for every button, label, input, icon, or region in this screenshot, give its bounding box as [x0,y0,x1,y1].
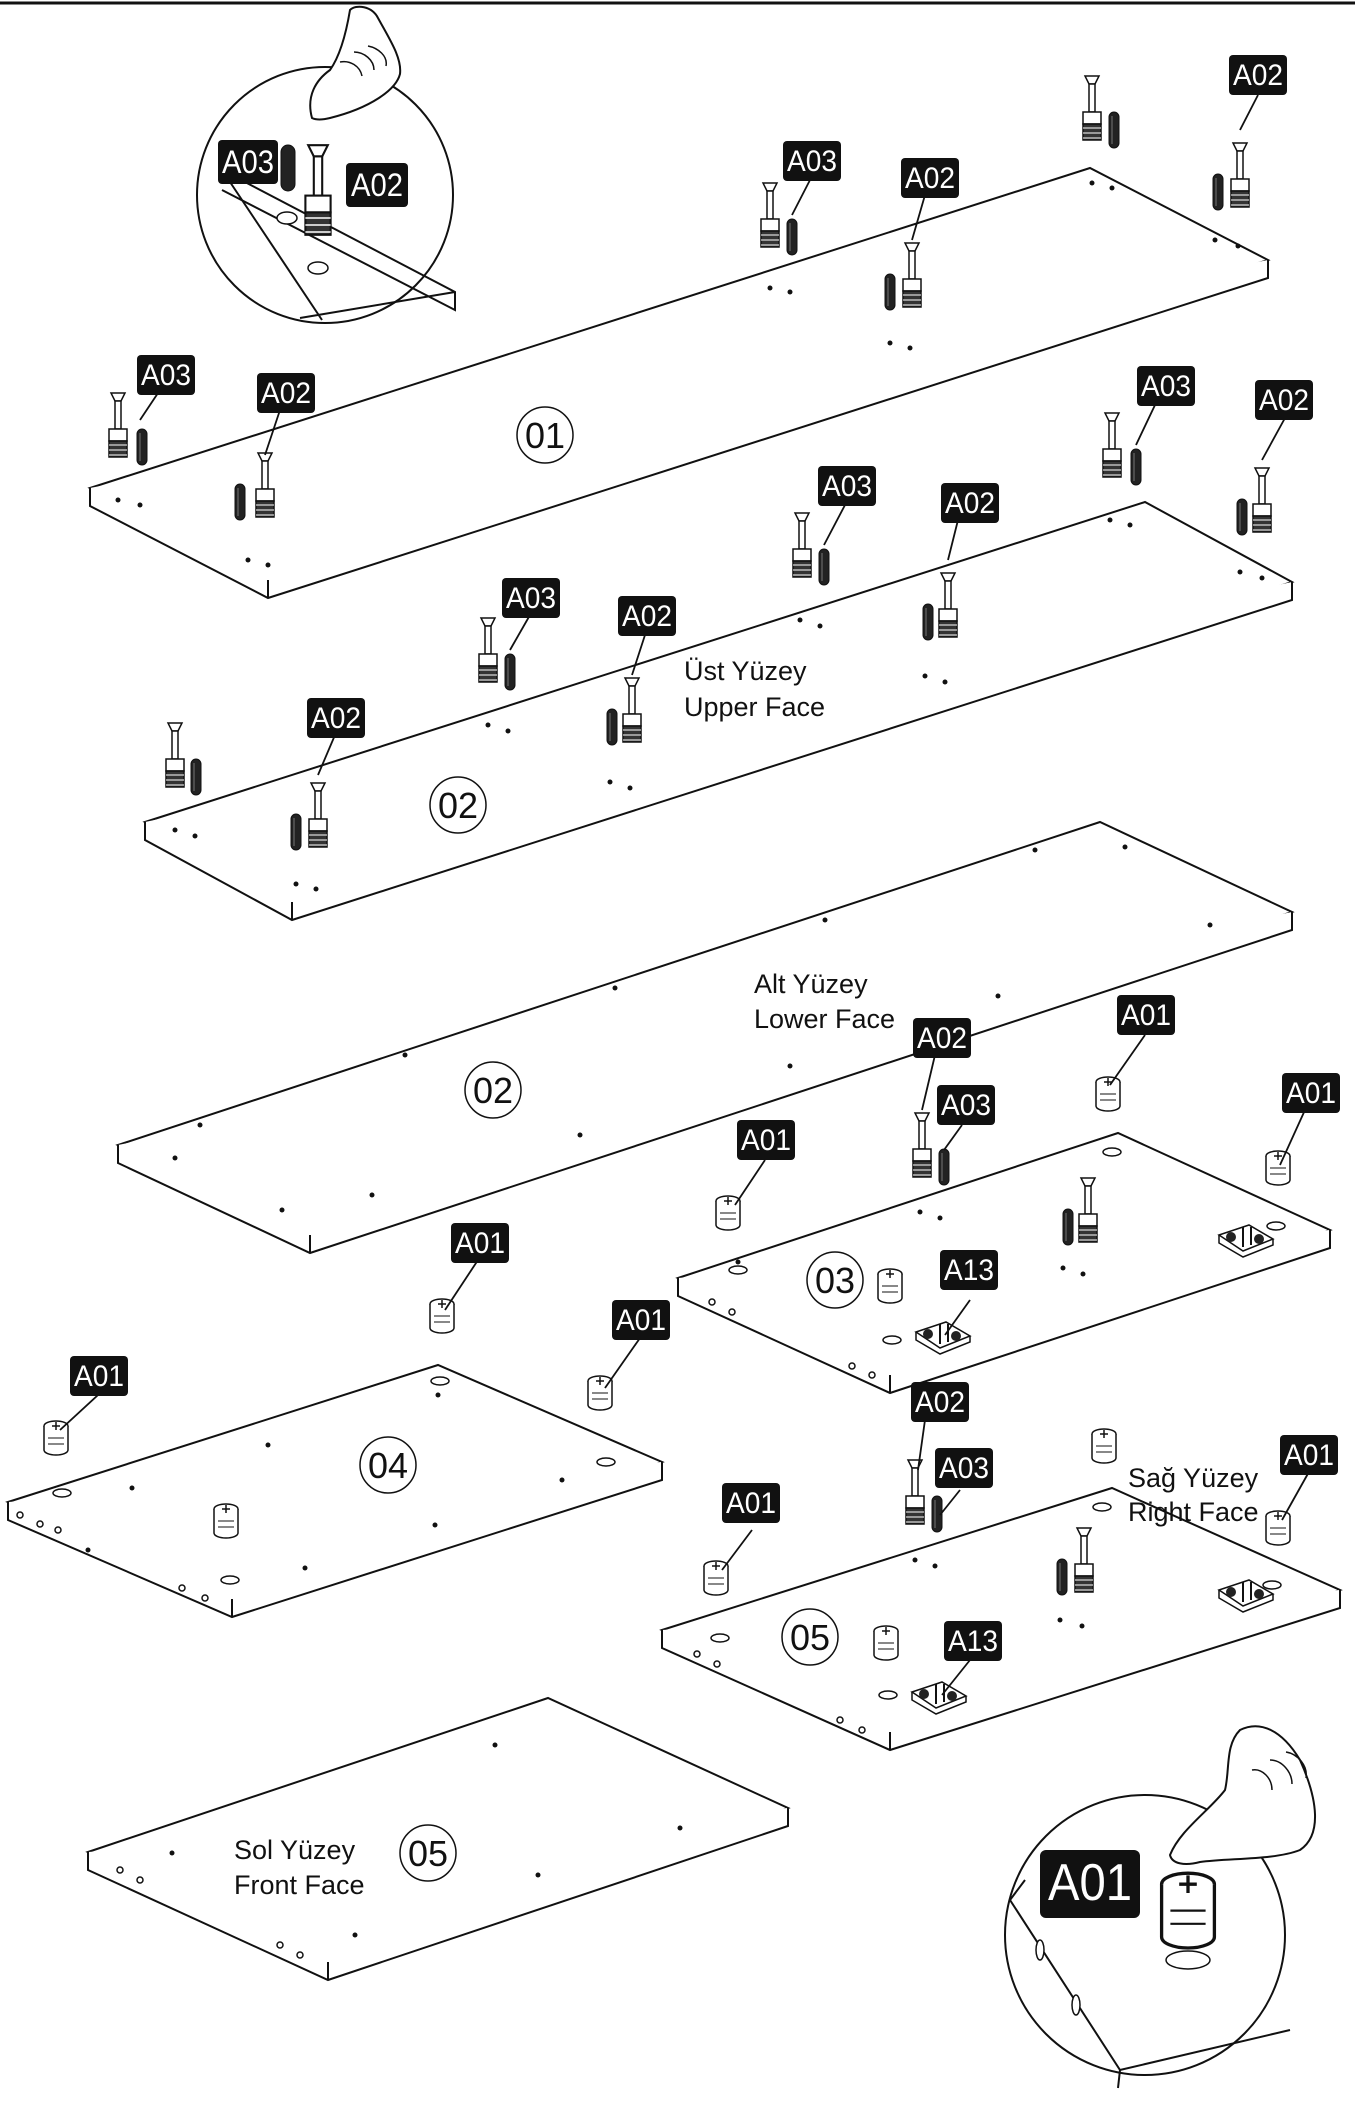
tag-a02: A02 [901,158,959,198]
tag-a01: A01 [1117,995,1175,1035]
part-label-02-upper: 02 [438,785,478,826]
tag-a02: A02 [913,1018,971,1058]
part-label-03: 03 [815,1260,855,1301]
panel-04-part-number: 04 [359,1436,417,1494]
panel-02-upper-part-number: 02 [429,776,487,834]
svg-text:A03: A03 [939,1452,989,1485]
svg-text:A03: A03 [1141,370,1191,403]
panel-05-right-part-number: 05 [781,1608,839,1666]
panel-05-left-part-number: 05 [399,1824,457,1882]
tag-a01: A01 [612,1300,670,1340]
right-face-tr: Sağ Yüzey [1128,1463,1259,1493]
tag-a01: A01 [722,1483,780,1523]
panel-04 [5,1363,665,1619]
svg-text:A01: A01 [741,1124,791,1157]
svg-text:A02: A02 [261,377,311,410]
tag-a01: A01 [1282,1073,1340,1113]
tag-a02-detail: A02 [346,163,408,207]
tag-a02: A02 [618,596,676,636]
part-label-01: 01 [525,415,565,456]
tag-a01: A01 [451,1223,509,1263]
svg-text:A02: A02 [622,600,672,633]
tag-a01: A01 [1280,1435,1338,1475]
tag-a13: A13 [944,1621,1002,1661]
tag-a02: A02 [911,1382,969,1422]
svg-text:A01: A01 [1284,1439,1334,1472]
right-face-en: Right Face [1128,1497,1259,1527]
tag-a03: A03 [937,1085,995,1125]
part-label-05-right: 05 [790,1617,830,1658]
panel-03-part-number: 03 [806,1251,864,1309]
svg-text:A01: A01 [616,1304,666,1337]
lower-face-tr: Alt Yüzey [754,969,868,999]
svg-text:A03: A03 [941,1089,991,1122]
svg-text:A03: A03 [141,359,191,392]
lower-face-label: Alt Yüzey Lower Face [754,969,895,1034]
svg-text:A01: A01 [1048,1854,1132,1912]
svg-text:A01: A01 [1286,1077,1336,1110]
hand-pointer-icon [309,5,402,121]
cam-lock-icon [1159,1871,1217,1950]
tag-a02: A02 [257,373,315,413]
svg-text:A01: A01 [726,1487,776,1520]
tag-a01: A01 [737,1120,795,1160]
svg-text:A01: A01 [1121,999,1171,1032]
left-face-en: Front Face [234,1870,365,1900]
svg-text:A02: A02 [945,487,995,520]
part-label-02-lower: 02 [473,1070,513,1111]
tag-a01-detail: A01 [1040,1850,1140,1918]
part-label-05-left: 05 [408,1833,448,1874]
svg-text:A02: A02 [917,1022,967,1055]
left-face-label: Sol Yüzey Front Face [234,1835,365,1900]
svg-text:A02: A02 [1233,59,1283,92]
svg-text:A02: A02 [905,162,955,195]
svg-text:A02: A02 [311,702,361,735]
svg-text:A02: A02 [1259,384,1309,417]
tag-a02: A02 [307,698,365,738]
tag-a03: A03 [935,1448,993,1488]
tag-a02: A02 [1229,55,1287,95]
svg-text:A01: A01 [74,1360,124,1393]
upper-face-tr: Üst Yüzey [684,656,807,686]
right-face-label: Sağ Yüzey Right Face [1128,1463,1259,1527]
svg-text:A01: A01 [455,1227,505,1260]
upper-face-label: Üst Yüzey Upper Face [684,656,825,722]
tag-a03-detail: A03 [218,140,278,184]
tag-a03: A03 [137,355,195,395]
panel-01 [87,166,1271,600]
lower-face-en: Lower Face [754,1004,895,1034]
svg-text:A03: A03 [506,582,556,615]
tag-a03: A03 [1137,366,1195,406]
panel-02-lower-part-number: 02 [464,1061,522,1119]
svg-text:A02: A02 [915,1386,965,1419]
tag-a13: A13 [940,1250,998,1290]
panel-01-part-number: 01 [516,406,574,464]
svg-text:A03: A03 [222,144,274,180]
panel-02-lower [115,820,1295,1255]
part-label-04: 04 [368,1445,408,1486]
svg-text:A13: A13 [944,1254,994,1287]
svg-text:A03: A03 [787,145,837,178]
svg-text:A13: A13 [948,1625,998,1658]
hand-pointer-icon-2 [1168,1725,1317,1865]
leader-lines [59,94,1311,1696]
tag-a03: A03 [783,141,841,181]
tag-a03: A03 [502,578,560,618]
tag-a02: A02 [941,483,999,523]
svg-text:A02: A02 [351,167,403,203]
tag-a01: A01 [70,1356,128,1396]
panel-05-right [659,1486,1343,1752]
svg-text:A03: A03 [822,470,872,503]
detail-view-dowel-insert [196,5,456,324]
tag-a02: A02 [1255,380,1313,420]
hardware-tags: A03 A02 A03 A02 A02 A03 A02 A03 A02 A03 … [70,55,1340,1918]
left-face-tr: Sol Yüzey [234,1835,356,1865]
upper-face-en: Upper Face [684,692,825,722]
panel-03 [675,1131,1333,1395]
tag-a03: A03 [818,466,876,506]
